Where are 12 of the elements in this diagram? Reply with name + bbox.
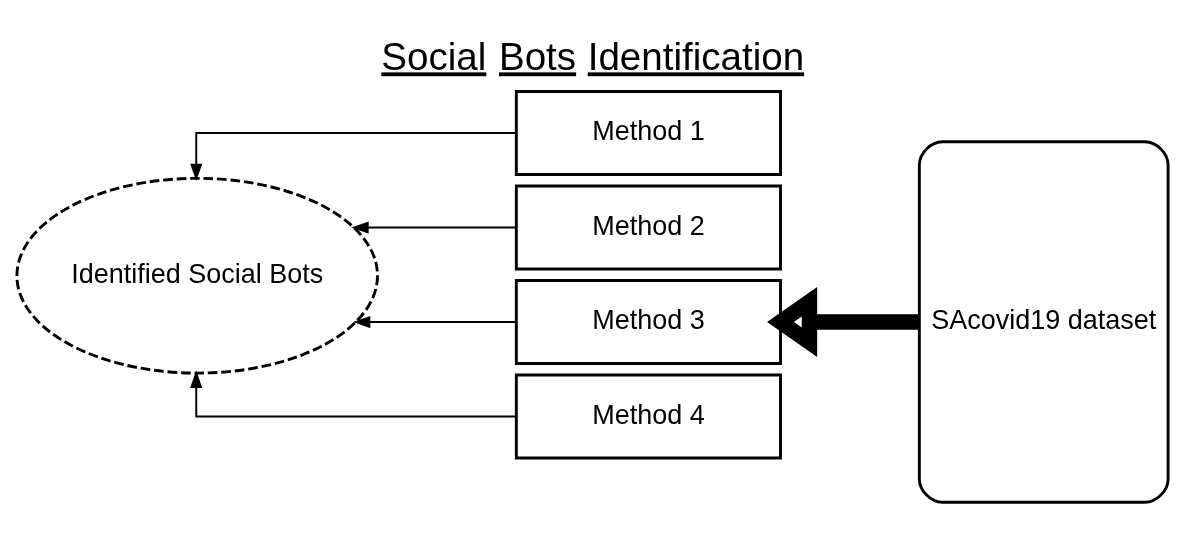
- node-box: Method 1: [514, 89, 782, 176]
- arrow: [352, 315, 518, 328]
- diagram-title: Social Bots Identification: [381, 34, 805, 78]
- node-box: Method 4: [514, 373, 782, 459]
- node-box: Method 3: [514, 278, 782, 365]
- node-ellipse: Identified Social Bots: [15, 176, 379, 375]
- arrow: [190, 370, 517, 417]
- node-box: SAcovid19 dataset: [917, 139, 1170, 504]
- node-box: Method 2: [514, 184, 782, 270]
- arrow: [190, 131, 517, 181]
- arrow: [351, 220, 518, 234]
- arrow: [767, 286, 920, 357]
